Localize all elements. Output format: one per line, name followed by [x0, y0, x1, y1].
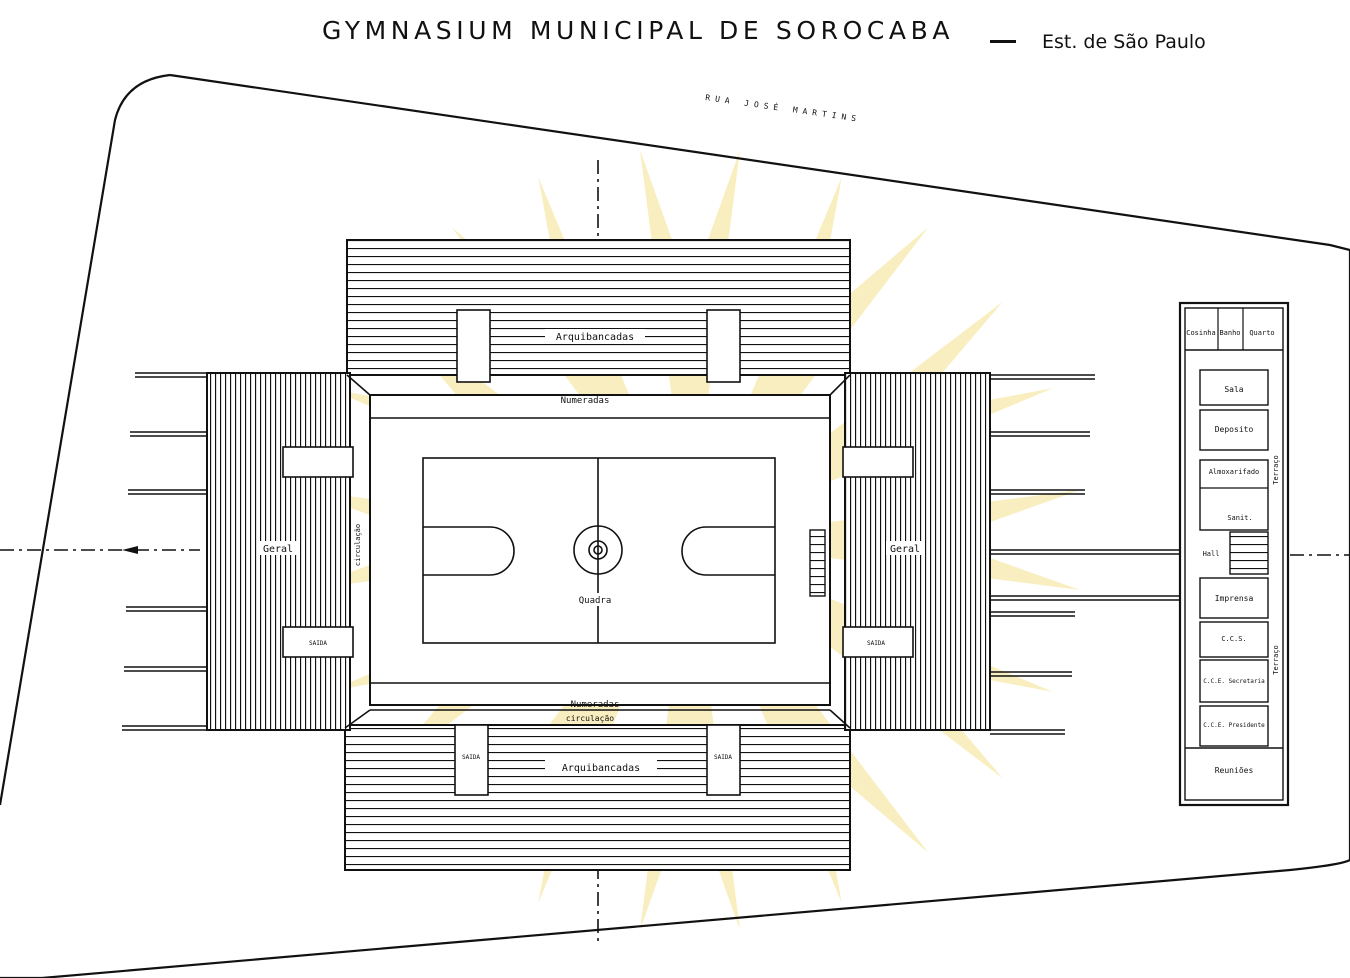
- exit-bottom-right-label: SAIDA: [714, 754, 732, 761]
- annex-terrace-upper: Terraço: [1272, 455, 1280, 485]
- annex-room-sala: Sala: [1224, 385, 1243, 394]
- general-right-label: Geral: [890, 544, 920, 555]
- basketball-court: [422, 457, 776, 644]
- exit-corridors-left: [122, 372, 207, 731]
- annex-room-quarto: Quarto: [1249, 329, 1274, 337]
- drawing-title: GYMNASIUM MUNICIPAL DE SOROCABA: [322, 16, 955, 45]
- stairwell-bottom-right: [706, 724, 741, 796]
- annex-room-imprensa: Imprensa: [1215, 594, 1254, 603]
- stairwell-top-left: [456, 309, 491, 383]
- annex-room-presidente: C.C.E. Presidente: [1203, 722, 1265, 729]
- vomitory-right-lower: [842, 626, 914, 658]
- stands-top: [346, 239, 851, 376]
- corner-tr: [829, 374, 851, 396]
- annex-room-secretaria: C.C.E. Secretaria: [1203, 678, 1265, 685]
- street-name: RUA JOSÉ MARTINS: [705, 91, 862, 124]
- stands-top-label-bg: [545, 329, 645, 343]
- general-right-label-bg: [886, 541, 924, 555]
- circulation-bottom-label: circulação: [566, 714, 614, 723]
- vomitory-left-upper: [282, 446, 354, 478]
- vomitory-left-lower: [282, 626, 354, 658]
- annex-room-sanitario: Sanit.: [1227, 514, 1252, 522]
- stairwell-bottom-left: [454, 724, 489, 796]
- numbered-bottom-label: Numeradas: [571, 700, 620, 710]
- annex-room-ccs: C.C.S.: [1221, 635, 1246, 643]
- stairwell-top-right: [706, 309, 741, 383]
- annex-room-deposito: Deposito: [1215, 425, 1254, 434]
- annex-room-cosinha: Cosinha: [1186, 329, 1216, 337]
- annex-terrace-lower: Terraço: [1272, 645, 1280, 675]
- stands-bottom-label-bg: [545, 760, 657, 774]
- exit-corridors-right: [990, 374, 1180, 735]
- annex-room-banho: Banho: [1219, 329, 1240, 337]
- corner-tl: [346, 374, 371, 396]
- court-label: Quadra: [579, 596, 612, 606]
- annex-room-reunioes: Reuniões: [1215, 766, 1254, 775]
- exit-left-label: SAIDA: [309, 640, 327, 647]
- stands-top-label: Arquibancadas: [556, 332, 634, 343]
- court-label-bg: [568, 593, 622, 606]
- vomitory-right-upper: [842, 446, 914, 478]
- exit-bottom-left-label: SAIDA: [462, 754, 480, 761]
- annex-building: [1178, 301, 1290, 807]
- arena-floor: [369, 394, 831, 706]
- circulation-left-label: circulação: [354, 524, 362, 566]
- corner-br: [829, 709, 851, 729]
- general-left-label-bg: [259, 541, 297, 555]
- annex-room-almoxarifado: Almoxarifado: [1209, 468, 1260, 476]
- general-left-label: Geral: [263, 544, 293, 555]
- numbered-top-label: Numeradas: [561, 396, 610, 406]
- annex-room-hall: Hall: [1203, 550, 1220, 558]
- corner-bl: [344, 709, 371, 729]
- title-dash: [990, 40, 1016, 43]
- court-side-stair: [809, 529, 826, 597]
- axis-arrow: [122, 546, 138, 554]
- exit-right-label: SAIDA: [867, 640, 885, 647]
- stands-bottom: [344, 724, 851, 871]
- stands-bottom-label: Arquibancadas: [562, 763, 640, 774]
- lot-boundary: [0, 73, 1350, 978]
- drawing-location: Est. de São Paulo: [1042, 31, 1206, 53]
